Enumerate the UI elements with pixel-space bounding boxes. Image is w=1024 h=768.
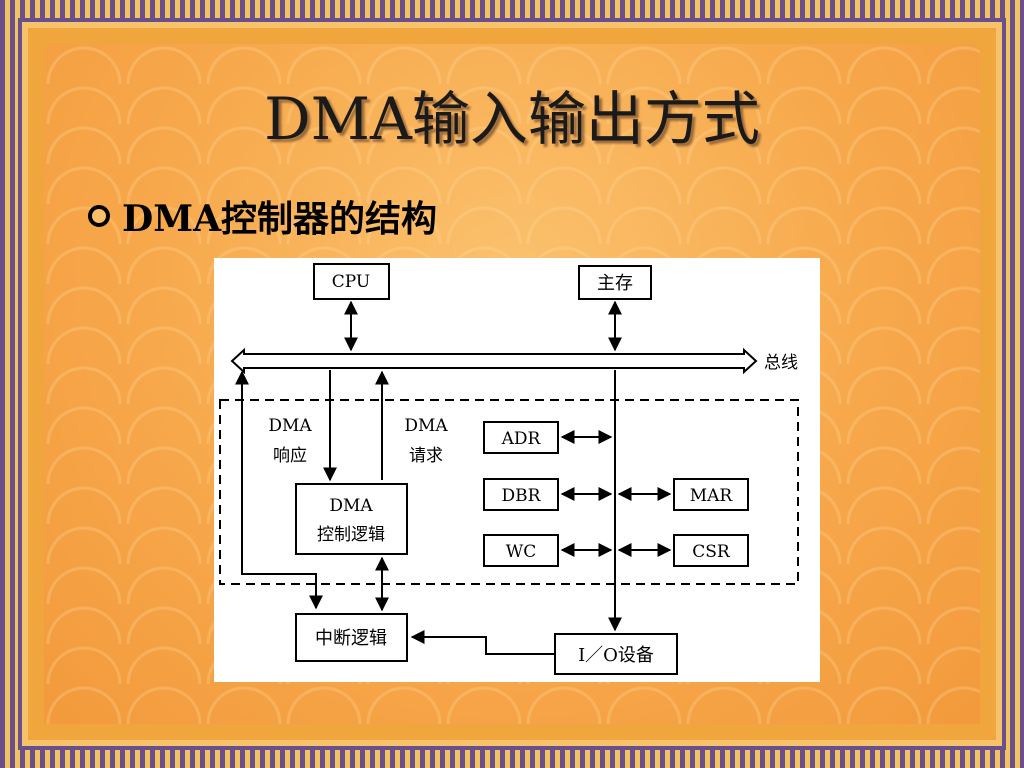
io-device-label: I／O设备 <box>578 645 654 666</box>
dbr-register <box>483 478 559 511</box>
adr-register <box>483 421 559 454</box>
bullet-text: DMA控制器的结构 <box>122 198 438 240</box>
diagram-svg: CPU 主存 总线 DMA 响应 DMA 请求 DMA 控制逻辑 ADR DBR <box>219 263 799 675</box>
dma-response-label-2: 响应 <box>273 446 307 466</box>
dma-control-logic-label-2: 控制逻辑 <box>317 525 385 545</box>
system-bus <box>230 347 758 375</box>
adr-label: ADR <box>501 429 542 449</box>
slide-title: DMA输入输出方式 <box>264 85 760 153</box>
mar-label: MAR <box>690 486 734 506</box>
interrupt-bus-line <box>235 370 323 610</box>
wc-label: WC <box>506 542 536 562</box>
mar-register <box>673 478 749 511</box>
bullet-circle-icon <box>88 205 110 227</box>
dma-control-logic-label-1: DMA <box>329 496 373 516</box>
dma-response-label-1: DMA <box>268 416 312 436</box>
interrupt-logic-box <box>295 613 408 662</box>
io-interrupt-link <box>410 630 555 655</box>
dma-controller-diagram: CPU 主存 总线 DMA 响应 DMA 请求 DMA 控制逻辑 ADR DBR <box>214 258 820 682</box>
memory-label: 主存 <box>597 273 633 294</box>
slide-background <box>44 44 980 724</box>
wc-register <box>483 534 559 567</box>
csr-register <box>673 534 749 567</box>
csr-label: CSR <box>692 542 731 562</box>
memory-box <box>578 265 652 300</box>
dma-request-label-2: 请求 <box>409 446 443 466</box>
cpu-box <box>313 263 390 300</box>
interrupt-logic-label: 中断逻辑 <box>315 628 387 649</box>
bus-label: 总线 <box>764 353 798 373</box>
dma-controller-boundary <box>219 399 799 585</box>
dbr-label: DBR <box>502 486 542 506</box>
cpu-label: CPU <box>332 272 370 292</box>
dma-request-label-1: DMA <box>404 416 448 436</box>
io-device-box <box>554 633 678 675</box>
bullet-item: DMA控制器的结构 <box>88 190 437 242</box>
